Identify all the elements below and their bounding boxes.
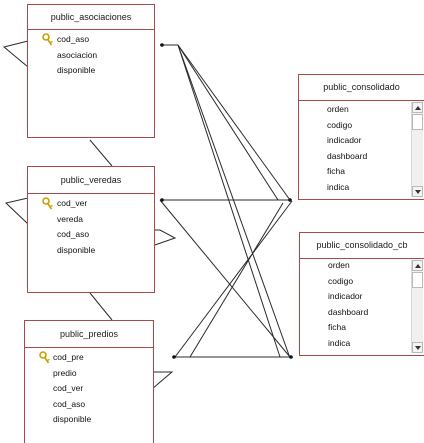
- field-label: cod_aso: [57, 229, 90, 239]
- field-label: cod_pre: [53, 352, 84, 362]
- field-label: asociacion: [57, 49, 98, 60]
- scroll-thumb[interactable]: [412, 114, 423, 130]
- field-row[interactable]: vereda: [28, 212, 154, 228]
- vertical-scrollbar[interactable]: [411, 102, 423, 197]
- field-row[interactable]: indicador: [300, 289, 412, 305]
- field-list: orden codigo indicador dashboard ficha i…: [299, 100, 412, 199]
- field-label: cod_ver: [53, 383, 84, 393]
- relationship-line: [174, 200, 293, 358]
- relationship-line: [89, 139, 113, 167]
- table-title[interactable]: public_asociaciones: [28, 5, 154, 30]
- field-row[interactable]: codigo: [300, 274, 412, 290]
- table-public-asociaciones[interactable]: public_asociaciones cod_aso asociacion d…: [27, 4, 155, 138]
- primary-key-icon: [42, 197, 53, 210]
- field-label: ficha: [327, 166, 345, 176]
- field-row[interactable]: dashboard: [299, 149, 412, 165]
- primary-key-icon: [39, 351, 50, 364]
- arrow-up-icon: [415, 106, 421, 110]
- primary-key-icon: [42, 33, 53, 46]
- field-label: cod_ver: [57, 198, 88, 208]
- field-row[interactable]: disponible: [28, 243, 154, 259]
- field-label: codigo: [327, 119, 353, 130]
- field-row[interactable]: cod_aso: [28, 32, 154, 48]
- relationship-endpoint: [289, 355, 293, 359]
- relationship-line: [177, 44, 291, 201]
- relationship-endpoint: [288, 198, 292, 202]
- field-row[interactable]: cod_aso: [28, 227, 154, 243]
- table-title[interactable]: public_predios: [25, 321, 153, 348]
- table-title[interactable]: public_veredas: [28, 167, 154, 194]
- field-list: cod_aso asociacion disponible: [28, 30, 154, 79]
- relationship-line: [177, 44, 291, 359]
- field-list: cod_pre predio cod_ver cod_aso disponibl…: [25, 348, 153, 428]
- field-row[interactable]: codigo: [299, 118, 412, 134]
- relationship-line: [89, 292, 113, 321]
- relationship-line: [151, 371, 174, 390]
- field-label: dashboard: [328, 306, 369, 317]
- field-row[interactable]: disponible: [25, 412, 153, 428]
- field-label: disponible: [53, 414, 92, 424]
- vertical-scrollbar[interactable]: [411, 260, 423, 353]
- relationship-endpoint: [172, 355, 176, 359]
- arrow-down-icon: [415, 346, 421, 350]
- scroll-thumb[interactable]: [412, 272, 423, 288]
- field-row[interactable]: asociacion: [28, 48, 154, 64]
- relationship-line: [4, 197, 29, 225]
- field-row[interactable]: ficha: [299, 164, 412, 180]
- field-row[interactable]: cod_pre: [25, 350, 153, 366]
- relationship-line: [177, 44, 279, 201]
- field-row[interactable]: cod_ver: [25, 381, 153, 397]
- table-public-consolidado[interactable]: public_consolidado orden codigo indicado…: [298, 74, 424, 200]
- field-list: orden codigo indicador dashboard ficha i…: [300, 258, 412, 355]
- field-label: ficha: [328, 322, 346, 332]
- field-label: cod_aso: [53, 398, 86, 409]
- field-label: indicador: [327, 135, 362, 145]
- table-title[interactable]: public_consolidado_cb: [300, 233, 424, 259]
- relationship-endpoint: [160, 198, 164, 202]
- relationship-line: [151, 229, 177, 247]
- field-row[interactable]: indicador: [299, 133, 412, 149]
- field-row[interactable]: ficha: [300, 320, 412, 336]
- field-row[interactable]: cod_aso: [25, 397, 153, 413]
- field-label: dashboard: [327, 150, 368, 161]
- field-label: cod_aso: [57, 34, 90, 44]
- field-row[interactable]: indica: [300, 336, 412, 352]
- field-label: indicador: [328, 291, 363, 301]
- field-row[interactable]: dashboard: [300, 305, 412, 321]
- field-label: predio: [53, 367, 77, 378]
- field-label: vereda: [57, 213, 83, 224]
- table-public-consolidado-cb[interactable]: public_consolidado_cb orden codigo indic…: [299, 232, 424, 356]
- table-public-veredas[interactable]: public_veredas cod_ver vereda cod_aso di…: [27, 166, 155, 293]
- field-label: codigo: [328, 275, 354, 286]
- relationship-line: [189, 202, 284, 358]
- field-label: orden: [328, 260, 350, 270]
- field-row[interactable]: disponible: [28, 63, 154, 79]
- relationship-endpoint: [160, 43, 164, 47]
- table-public-predios[interactable]: public_predios cod_pre predio cod_ver co…: [24, 320, 154, 443]
- field-row[interactable]: predio: [25, 366, 153, 382]
- field-row[interactable]: indica: [299, 180, 412, 196]
- scroll-down-button[interactable]: [412, 186, 423, 197]
- relationship-line: [159, 199, 291, 358]
- field-list: cod_ver vereda cod_aso disponible: [28, 194, 154, 258]
- field-label: indica: [328, 337, 351, 348]
- field-row[interactable]: orden: [299, 100, 412, 118]
- field-label: orden: [327, 104, 349, 114]
- field-row[interactable]: orden: [300, 258, 412, 274]
- arrow-down-icon: [415, 190, 421, 194]
- table-title[interactable]: public_consolidado: [299, 75, 424, 101]
- field-label: disponible: [57, 65, 96, 75]
- field-row[interactable]: cod_ver: [28, 196, 154, 212]
- relationship-line: [2, 40, 29, 68]
- arrow-up-icon: [415, 264, 421, 268]
- field-label: disponible: [57, 244, 96, 255]
- scroll-up-button[interactable]: [412, 260, 423, 271]
- scroll-up-button[interactable]: [412, 102, 423, 113]
- scroll-down-button[interactable]: [412, 342, 423, 353]
- relationship-line: [177, 44, 281, 358]
- field-label: indica: [327, 181, 350, 192]
